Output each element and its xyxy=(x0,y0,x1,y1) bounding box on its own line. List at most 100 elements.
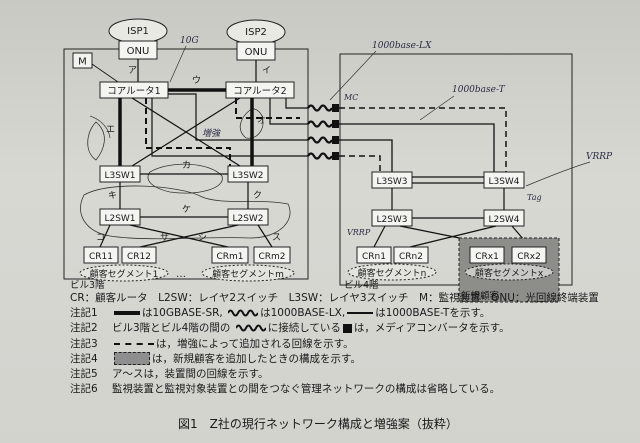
hand-arrow-t xyxy=(419,95,455,121)
crn1-label: CRn1 xyxy=(362,252,386,262)
note-3-label: 注記3 xyxy=(70,337,98,350)
label-ku: ク xyxy=(253,190,262,201)
note-1-a: は10GBASE-SR, xyxy=(142,307,223,320)
figure-caption: 図1 Z社の現行ネットワーク構成と増強案（抜粋） xyxy=(178,417,458,431)
l3sw3-label: L3SW3 xyxy=(376,177,407,187)
hand-circle-ka xyxy=(147,163,223,194)
cr12-label: CR12 xyxy=(127,252,151,262)
hand-note-t: 1000base-T xyxy=(452,85,506,95)
link-m-core1 xyxy=(91,63,119,83)
hand-circle-e xyxy=(87,121,105,161)
note-2-a: ビル3階とビル4階の間の xyxy=(112,322,231,335)
lx-wave-3 xyxy=(307,136,333,144)
media-converter-2 xyxy=(332,120,339,128)
label-shi: シ xyxy=(198,233,207,243)
segment-ellipsis: … xyxy=(176,269,186,280)
note-3-a: は，増強によって追加される回線を示す。 xyxy=(156,337,354,350)
link-l3sw3-c xyxy=(339,139,393,172)
legend-thin-line xyxy=(347,312,374,314)
hand-arrow-10g xyxy=(169,45,187,83)
note-6: 注記6 監視装置と監視対象装置との間をつなぐ管理ネットワークの構成は省略している。 xyxy=(70,382,640,397)
crm2 xyxy=(253,246,291,264)
hand-note-zokyo: 増強 xyxy=(202,128,221,139)
link-sa xyxy=(129,224,229,248)
monitor-label: M xyxy=(78,57,87,68)
label-ke: ケ xyxy=(182,204,191,215)
legend-notes: CR：顧客ルータ L2SW：レイヤ2スイッチ L3SW：レイヤ3スイッチ M：監… xyxy=(70,291,640,397)
legend-thick-line xyxy=(114,311,140,316)
note-2-b: に接続している xyxy=(267,322,341,335)
hand-note-vrrp-right: VRRP xyxy=(586,152,613,162)
note-1-b: は1000BASE-LX, xyxy=(260,307,346,320)
segment-x-label: 顧客セグメントx xyxy=(475,267,544,279)
cr11-label: CR11 xyxy=(89,252,113,262)
link-l3sw4-b xyxy=(339,123,495,172)
cr12 xyxy=(121,246,157,264)
isp2-label: ISP2 xyxy=(245,27,267,38)
legend-abbr: CR：顧客ルータ L2SW：レイヤ2スイッチ L3SW：レイヤ3スイッチ M：監… xyxy=(70,292,599,304)
crn1 xyxy=(356,246,392,264)
crn2 xyxy=(393,246,429,264)
crm1-label: CRm1 xyxy=(216,252,243,262)
segment-m-label: 顧客セグメントm xyxy=(212,268,284,280)
l2sw2-label: L2SW2 xyxy=(232,214,263,224)
note-2-c: は，メディアコンバータを示す。 xyxy=(353,322,510,335)
label-e: エ xyxy=(106,125,115,135)
hand-note-vrrp-4f: VRRP xyxy=(347,228,371,237)
note-4-label: 注記4 xyxy=(70,352,98,365)
building-4f-label: ビル4階 xyxy=(344,280,379,291)
aug-link-l3sw4-a xyxy=(339,107,507,172)
isp1-label: ISP1 xyxy=(127,26,149,37)
aug-link-core1-l3sw2 xyxy=(145,98,231,166)
building-4f-frame xyxy=(339,53,573,286)
new-customer-label: 新規顧客 xyxy=(461,290,500,302)
lx-wave-4 xyxy=(307,152,333,160)
label-ka: カ xyxy=(182,160,191,171)
legend-wave-line xyxy=(228,309,259,317)
media-converter-1 xyxy=(332,104,339,112)
segment-n-label: 顧客セグメントn xyxy=(358,267,427,279)
onu1-label: ONU xyxy=(127,46,150,57)
media-converter-4 xyxy=(332,152,339,160)
hand-note-tag: Tag xyxy=(527,193,542,202)
hand-note-lx: 1000base-LX xyxy=(372,41,432,51)
link-l2sw3-crn1 xyxy=(373,225,386,248)
segment-n xyxy=(347,263,437,281)
link-ko xyxy=(99,224,111,248)
crn2-label: CRn2 xyxy=(399,252,423,262)
label-ki: キ xyxy=(108,191,117,201)
hand-circle-o xyxy=(239,108,264,139)
note-6-a: 監視装置と監視対象装置との間をつなぐ管理ネットワークの構成は省略している。 xyxy=(112,383,501,396)
crx2 xyxy=(511,246,547,264)
label-a: ア xyxy=(128,66,137,76)
label-u: ウ xyxy=(192,75,201,86)
core-router-2-label: コアルータ2 xyxy=(233,86,286,97)
link-shi xyxy=(139,224,239,248)
aug-link-core2 xyxy=(235,98,300,119)
segment-1-label: 顧客セグメント1 xyxy=(90,268,159,280)
note-1-c: は1000BASE-Tを示す。 xyxy=(375,307,491,320)
legend-dashed-line xyxy=(114,342,154,345)
crm1 xyxy=(211,246,249,264)
crx1 xyxy=(469,246,505,264)
link-core2-l3sw1 xyxy=(131,97,241,167)
note-6-label: 注記6 xyxy=(70,383,98,396)
l2sw1-label: L2SW1 xyxy=(104,214,135,224)
monitor-box xyxy=(72,52,93,69)
l2sw3-label: L2SW3 xyxy=(376,215,407,225)
mc-note: MC xyxy=(343,93,358,102)
link-l2sw4-crn2 xyxy=(409,225,497,248)
hand-stroke xyxy=(89,115,111,139)
legend-media-converter xyxy=(342,323,352,333)
link-core1-mc-c xyxy=(168,93,308,141)
core-router-1-label: コアルータ1 xyxy=(107,86,160,97)
crx1-label: CRx1 xyxy=(475,252,499,262)
segment-1 xyxy=(79,264,169,282)
hand-note-10g: 10G xyxy=(180,36,199,46)
hand-circle-l2 xyxy=(80,185,291,240)
note-2-label: 注記2 xyxy=(70,322,98,335)
crm2-label: CRm2 xyxy=(258,252,285,262)
